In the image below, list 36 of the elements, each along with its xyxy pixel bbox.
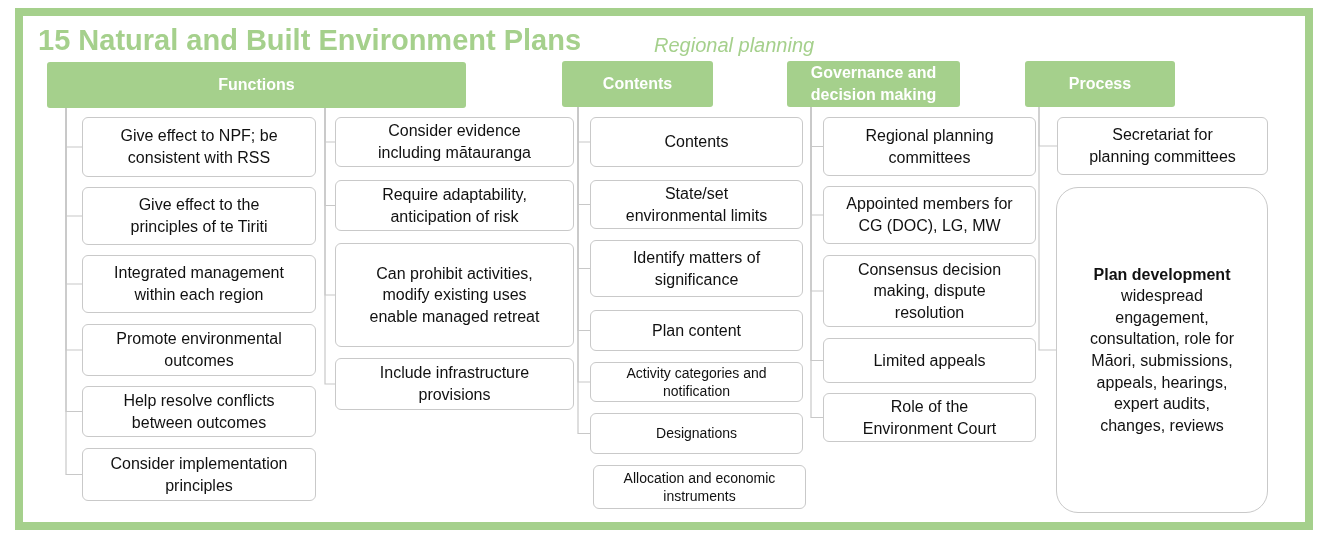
text-box: Give effect to the principles of te Tiriti	[82, 187, 316, 245]
card-body: widespread engagement, consultation, role for Māori, submissions, appeals, hearings, expert audits, changes, reviews	[1088, 286, 1236, 436]
connector-line	[324, 107, 336, 385]
text-box: Promote environmental outcomes	[82, 324, 316, 376]
text-box: Give effect to NPF; be consistent with RSS	[82, 117, 316, 177]
subtitle: Regional planning	[654, 34, 815, 57]
text-box: Help resolve conflicts between outcomes	[82, 386, 316, 437]
text-box: Designations	[590, 413, 803, 454]
connector-line	[577, 106, 591, 435]
text-box: Integrated management within each region	[82, 255, 316, 313]
text-box: Role of the Environment Court	[823, 393, 1036, 442]
column-header: Process	[1025, 61, 1175, 107]
text-box: Identify matters of significance	[590, 240, 803, 297]
text-box: Regional planning committees	[823, 117, 1036, 176]
text-card	[1056, 187, 1268, 513]
column-header: Contents	[562, 61, 713, 107]
text-box: Activity categories and notification	[590, 362, 803, 402]
connector-line	[810, 106, 824, 419]
text-box: Consider implementation principles	[82, 448, 316, 501]
connector-line	[1038, 106, 1057, 351]
card-heading: Plan development	[1093, 264, 1231, 285]
text-box: Appointed members for CG (DOC), LG, MW	[823, 186, 1036, 244]
text-box: Contents	[590, 117, 803, 167]
text-box: Secretariat for planning committees	[1057, 117, 1268, 175]
text-box: Consensus decision making, dispute resolution	[823, 255, 1036, 327]
text-box: Consider evidence including mātauranga	[335, 117, 574, 167]
column-header: Governance and decision making	[787, 61, 960, 107]
title: 15 Natural and Built Environment Plans	[38, 24, 582, 57]
column-header: Functions	[47, 62, 466, 108]
text-box: State/set environmental limits	[590, 180, 803, 229]
text-box: Require adaptability, anticipation of risk	[335, 180, 574, 231]
text-box: Limited appeals	[823, 338, 1036, 383]
text-box: Include infrastructure provisions	[335, 358, 574, 410]
text-box: Plan content	[590, 310, 803, 351]
text-box: Allocation and economic instruments	[593, 465, 806, 509]
text-box: Can prohibit activities, modify existing uses enable managed retreat	[335, 243, 574, 347]
